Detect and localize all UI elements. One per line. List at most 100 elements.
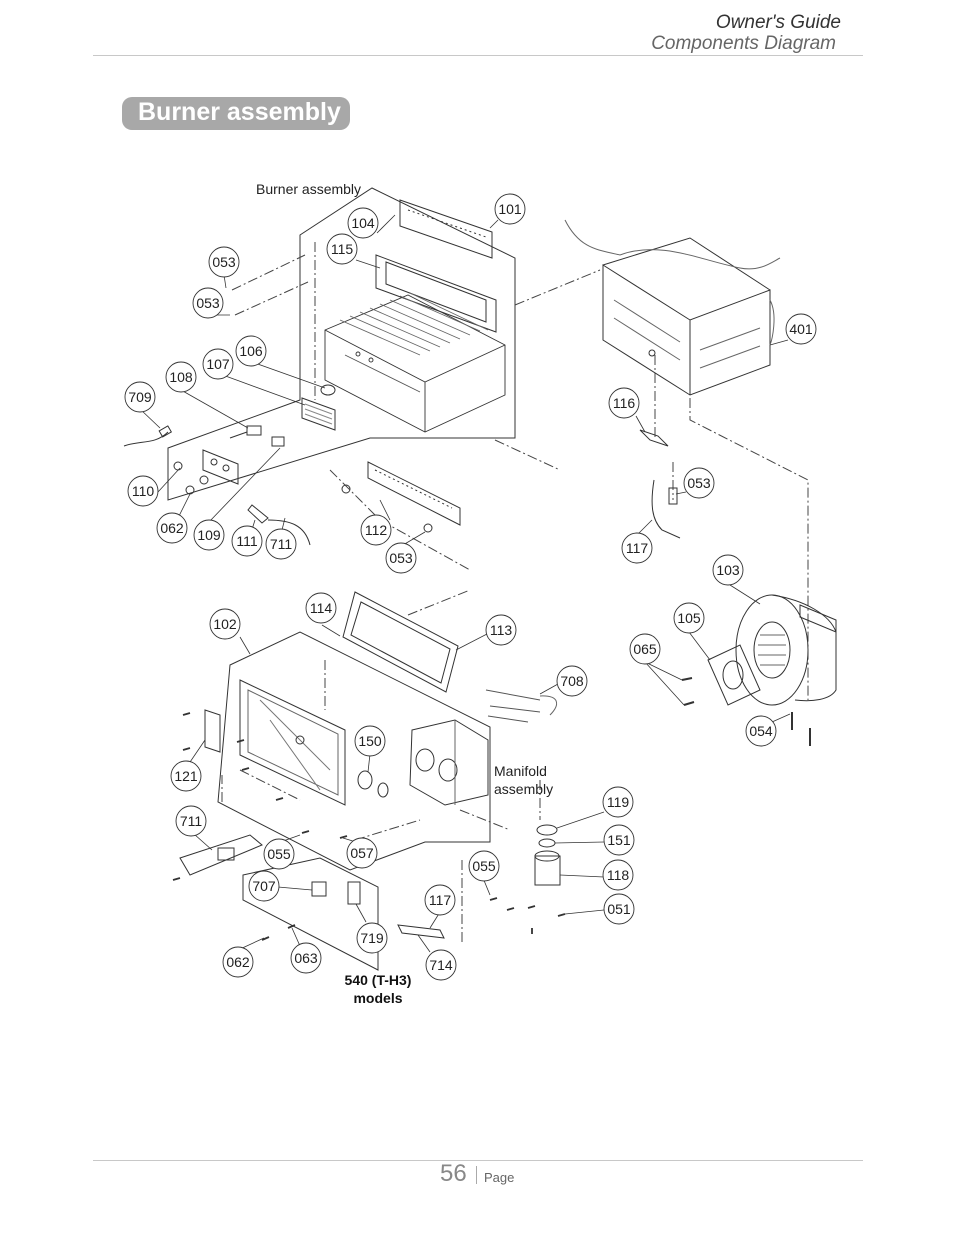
callout-bubble-053b (192, 287, 224, 319)
callout-number: 116 (613, 395, 636, 411)
nut (341, 484, 351, 494)
callout-number: 053 (687, 475, 711, 491)
callout-bubble-102 (209, 608, 241, 640)
callout-bubble-062a (156, 512, 188, 544)
callout-bubble-118 (602, 859, 634, 891)
manifold-label-2: assembly (494, 781, 553, 797)
callout-bubble-106 (235, 335, 267, 367)
sensor-711-block (217, 847, 235, 861)
igniter-parts (229, 425, 285, 447)
callout-bubble-051 (603, 893, 635, 925)
callout-number: 114 (310, 600, 333, 616)
callout-number: 055 (267, 846, 291, 862)
footer-divider (93, 1160, 863, 1161)
callout-bubble-063 (290, 942, 322, 974)
callout-bubble-121 (170, 760, 202, 792)
callout-bubble-709 (124, 381, 156, 413)
callout-bubble-101 (494, 193, 526, 225)
section-subtitle: Components Diagram (651, 33, 836, 54)
page-number: 56 (440, 1160, 467, 1187)
callout-bubble-054 (745, 715, 777, 747)
callout-number: 714 (429, 957, 453, 973)
callout-bubble-104 (347, 207, 379, 239)
models-label-1: 540 (T-H3) (345, 972, 412, 988)
callout-bubble-119 (602, 786, 634, 818)
electrode-plate (202, 449, 239, 485)
callout-number: 110 (132, 483, 155, 499)
part-707 (311, 881, 327, 897)
callout-bubble-053d (385, 542, 417, 574)
callout-number: 054 (749, 723, 773, 739)
callout-number: 106 (239, 343, 263, 359)
callout-number: 108 (169, 369, 193, 385)
callout-number: 109 (197, 527, 221, 543)
callout-number: 062 (160, 520, 184, 536)
washer-119 (536, 824, 558, 836)
callout-bubble-117b (424, 884, 456, 916)
callout-number: 063 (294, 950, 318, 966)
callout-number: 115 (331, 241, 354, 257)
heat-exchanger-frame (564, 219, 781, 396)
bolt (668, 487, 678, 505)
screw (791, 712, 811, 746)
callout-bubble-711b (175, 805, 207, 837)
callout-bubble-057 (346, 837, 378, 869)
sensor-711 (179, 834, 263, 876)
fan-gasket (707, 644, 761, 706)
page-title: Burner assembly (138, 98, 341, 126)
pipe-117 (651, 479, 681, 539)
callout-number: 053 (389, 550, 413, 566)
screw-group (172, 712, 566, 941)
callout-bubble-116 (608, 387, 640, 419)
callout-number: 119 (607, 794, 630, 810)
screw (173, 461, 183, 471)
burner-assembly-outline (167, 187, 516, 501)
screw (681, 677, 695, 706)
callout-number: 151 (607, 832, 631, 848)
callout-bubble-111 (231, 525, 263, 557)
callout-number: 111 (236, 533, 257, 549)
header-divider (93, 55, 863, 56)
callout-number: 102 (213, 616, 237, 632)
callout-number: 117 (626, 540, 649, 556)
page-label: Page (484, 1170, 515, 1185)
callout-bubble-107 (202, 348, 234, 380)
burner-block (324, 292, 506, 433)
callout-bubble-401 (785, 313, 817, 345)
callout-number: 053 (212, 254, 236, 270)
callout-bubble-707 (248, 870, 280, 902)
callout-bubble-117a (621, 532, 653, 564)
callout-number: 055 (472, 858, 496, 874)
page-separator (476, 1166, 477, 1184)
burner-assembly-label: Burner assembly (256, 181, 361, 197)
callout-number: 053 (196, 295, 220, 311)
callout-number: 118 (607, 867, 630, 883)
nut (423, 523, 433, 533)
gas-inlet-118 (534, 850, 561, 886)
wire-709 (123, 431, 169, 447)
callout-bubble-053c (683, 467, 715, 499)
bracket-116 (639, 429, 669, 447)
part-714 (397, 924, 445, 939)
manifold-gasket (342, 591, 459, 693)
callout-number: 150 (358, 733, 382, 749)
insulation-panel (301, 397, 336, 431)
burner-gasket-frame (375, 254, 497, 333)
callout-bubble-110 (127, 475, 159, 507)
callout-number: 062 (226, 954, 250, 970)
callout-bubble-103 (712, 554, 744, 586)
callout-bubble-113 (485, 614, 517, 646)
callout-bubble-062b (222, 946, 254, 978)
burner-bottom-bar (367, 461, 461, 526)
callout-bubble-711a (265, 528, 297, 560)
gas-valve (409, 689, 558, 806)
callout-number: 107 (206, 356, 230, 372)
callout-bubble-105 (673, 602, 705, 634)
callout-bubble-719 (356, 922, 388, 954)
callout-bubble-055b (468, 850, 500, 882)
manifold-plate (239, 679, 346, 806)
guide-title: Owner's Guide (715, 12, 841, 33)
flame-rod-lead (247, 504, 311, 546)
callout-bubble-112 (360, 514, 392, 546)
screw (199, 475, 209, 485)
